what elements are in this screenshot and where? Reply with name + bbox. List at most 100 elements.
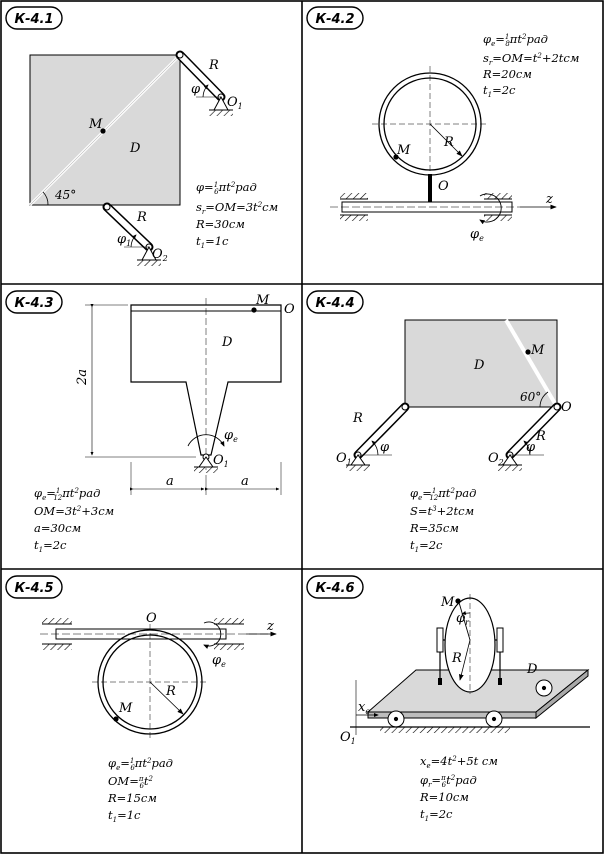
label-phi-e: φe (212, 653, 226, 669)
svg-text:t1=2c: t1=2c (410, 538, 443, 554)
svg-text:t1=1c: t1=1c (108, 808, 141, 824)
label-r: R (451, 651, 462, 666)
label-m: M (440, 595, 455, 610)
svg-text:R=15см: R=15см (107, 791, 157, 805)
rotation-arrow (187, 434, 225, 447)
angle-label: 60° (520, 390, 541, 404)
panel-title: К-4.2 (315, 12, 354, 27)
point-m (100, 128, 106, 134)
panel-title-badge (5, 6, 63, 30)
label-d: D (221, 335, 233, 350)
panel-k-4-1: К-4.1 M D 45° R φ O1 R φ1 O2 (5, 6, 278, 266)
svg-text:R=30см: R=30см (195, 217, 245, 231)
panel-title: К-4.5 (14, 581, 53, 596)
panel-title: К-4.1 (14, 12, 53, 27)
point-m (455, 598, 461, 604)
label-a-right: a (241, 474, 249, 489)
label-phi-upper: φ (191, 82, 201, 97)
svg-text:t1=1c: t1=1c (196, 234, 229, 250)
label-m: M (530, 343, 545, 358)
label-r-left: R (352, 411, 363, 426)
label-o: O (284, 302, 295, 317)
rotation-arrow (479, 193, 502, 225)
label-r-right: R (535, 429, 546, 444)
label-phi-r: φr (456, 611, 470, 627)
label-o1: O1 (227, 95, 243, 111)
label-m: M (118, 701, 133, 716)
label-2a: 2a (75, 369, 90, 386)
label-d: D (526, 662, 538, 677)
svg-text:xe=4t2+5t см: xe=4t2+5t см (420, 754, 498, 770)
label-phi-e: φe (470, 227, 484, 243)
svg-text:t1=2c: t1=2c (420, 807, 453, 823)
point-m (251, 307, 257, 313)
label-m: M (396, 143, 411, 158)
svg-text:R=35см: R=35см (409, 521, 459, 535)
panel-title: К-4.3 (14, 296, 53, 311)
label-x-e: xe (358, 700, 370, 716)
label-o1: O1 (336, 451, 352, 467)
label-phi-left: φ (380, 440, 390, 455)
svg-text:sr=OM=t2+2tсм: sr=OM=t2+2tсм (483, 51, 579, 67)
label-m: M (255, 293, 270, 308)
svg-text:S=t3+2tсм: S=t3+2tсм (410, 504, 474, 518)
angle-label: 45° (54, 188, 76, 202)
label-o2: O2 (152, 247, 168, 263)
point-m (393, 154, 399, 160)
svg-text:R=20см: R=20см (482, 67, 532, 81)
point-m (113, 716, 119, 722)
svg-text:a=30см: a=30см (34, 521, 81, 535)
label-z: z (545, 192, 553, 207)
label-z: z (266, 619, 274, 634)
panel-k-4-6: К-4.6 D R M φr xe O1 (306, 575, 590, 823)
label-r-lower: R (136, 210, 147, 225)
label-o: O (146, 611, 157, 626)
label-phi-e: φe (224, 428, 238, 444)
panel-title: К-4.6 (315, 581, 354, 596)
svg-text:t1=2c: t1=2c (483, 83, 516, 99)
rotation-arrow (203, 621, 222, 649)
label-o: O (561, 400, 572, 415)
label-o2: O2 (488, 451, 504, 467)
radius-arrow (429, 123, 463, 157)
angle-arc (42, 191, 49, 206)
svg-text:t1=2c: t1=2c (34, 538, 67, 554)
wheels (387, 679, 553, 728)
label-d: D (129, 141, 141, 156)
svg-text:OM=3t2+3см: OM=3t2+3см (34, 504, 114, 518)
radius-om (457, 598, 471, 641)
svg-text:R=10см: R=10см (419, 790, 469, 804)
label-a-left: a (166, 474, 174, 489)
radius-arrow (149, 681, 184, 715)
label-r-upper: R (208, 58, 219, 73)
label-o: O (438, 179, 449, 194)
label-m: M (88, 117, 103, 132)
panel-k-4-4: К-4.4 M D 60° O R φ O1 R φ O2 (306, 290, 572, 554)
label-o1: O1 (340, 730, 356, 746)
point-m (525, 349, 531, 355)
label-o1: O1 (213, 453, 229, 469)
slot (504, 318, 559, 409)
label-phi-lower: φ1 (117, 232, 131, 248)
radius-arrow (459, 639, 471, 681)
svg-text:sr=OM=3t2см: sr=OM=3t2см (196, 200, 278, 216)
panel-title: К-4.4 (315, 296, 354, 311)
label-r: R (443, 135, 454, 150)
